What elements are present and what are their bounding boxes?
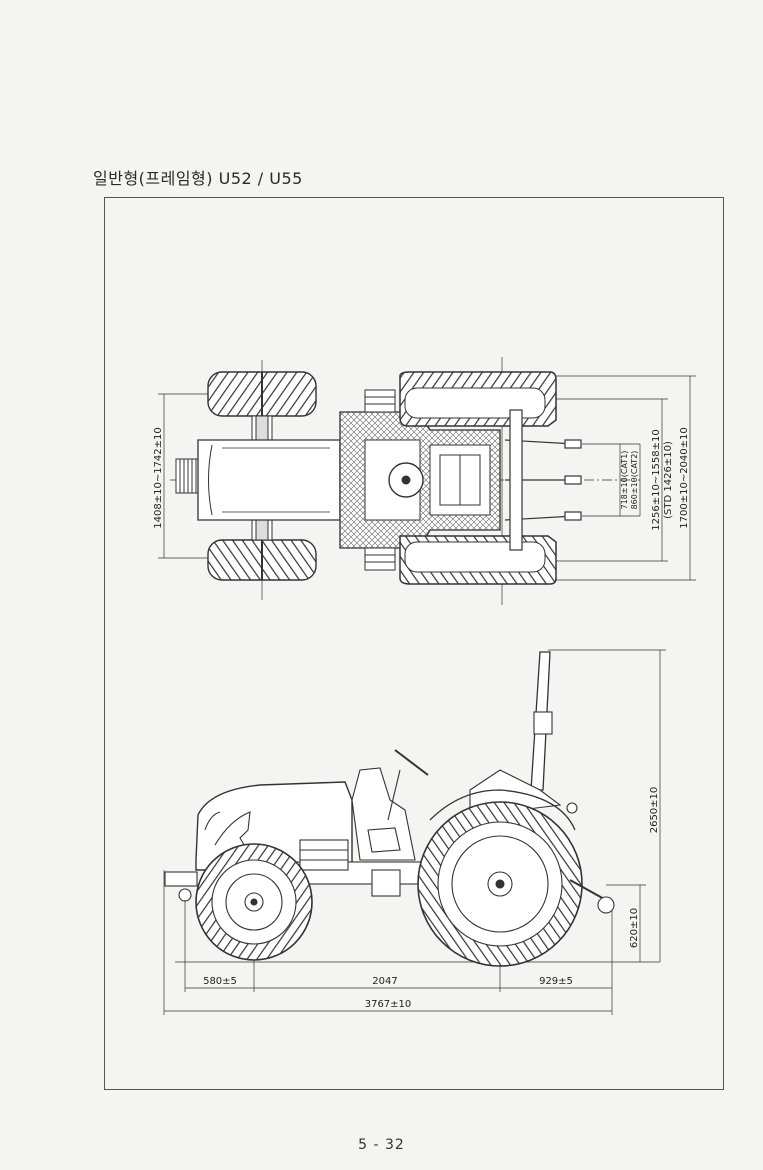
rear-wheel-side <box>417 789 583 967</box>
front-left-wheel <box>207 371 317 417</box>
page-number: 5 - 32 <box>358 1137 405 1153</box>
label-front-overhang: 580±5 <box>203 976 237 987</box>
label-rear-track: 1256±10~1558±10 <box>651 429 662 530</box>
drawing-frame <box>104 197 724 1090</box>
side-view <box>163 649 666 1015</box>
top-view <box>158 357 696 605</box>
label-cat1: 718±10(CAT1) <box>620 451 629 510</box>
operator-area-side <box>351 749 562 861</box>
dim-front-track <box>158 393 208 559</box>
rear-hitch-side <box>566 802 615 914</box>
label-rear-track-std: (STD 1426±10) <box>663 441 674 519</box>
label-rear-overhang: 929±5 <box>539 976 573 987</box>
page-title: 일반형(프레임형) U52 / U55 <box>93 169 303 188</box>
rear-left-wheel <box>399 371 557 427</box>
label-overall-width: 1700±10~2040±10 <box>679 427 690 528</box>
label-cat2: 860±10(CAT2) <box>630 451 639 510</box>
label-wheelbase: 2047 <box>372 976 397 987</box>
label-overall-length: 3767±10 <box>365 999 412 1010</box>
label-height: 2650±10 <box>649 787 660 834</box>
rear-right-wheel <box>399 535 557 585</box>
label-front-track: 1408±10~1742±10 <box>153 427 164 528</box>
front-wheel-side <box>195 843 313 961</box>
label-hitch-height: 620±10 <box>629 908 640 948</box>
rops-bar <box>530 651 553 791</box>
hood-top <box>197 439 341 521</box>
operator-platform-top <box>339 411 501 549</box>
three-point-hitch-top <box>504 409 582 551</box>
front-right-wheel <box>207 539 317 581</box>
